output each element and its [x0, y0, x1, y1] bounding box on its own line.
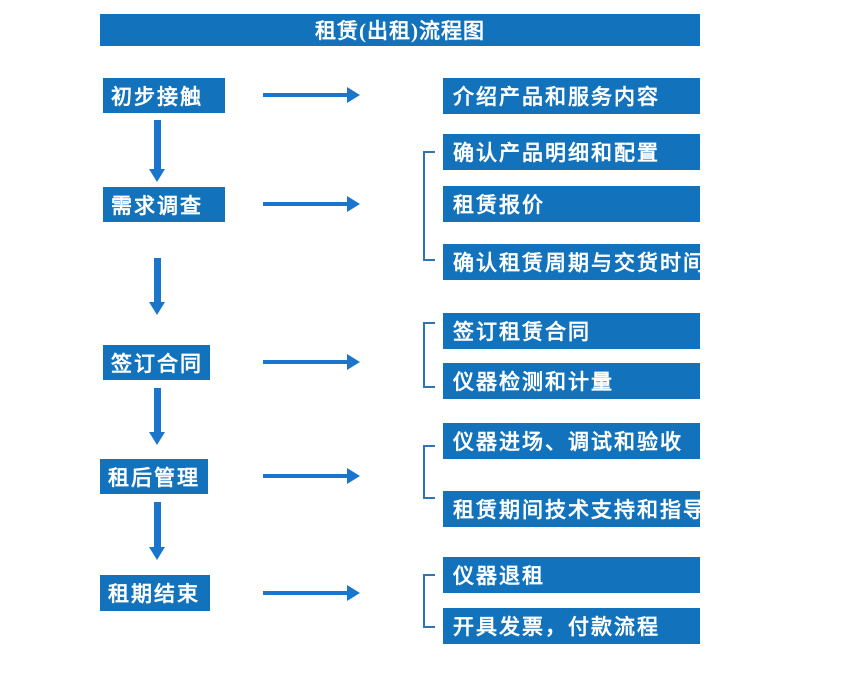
group-bracket [423, 574, 435, 628]
detail-box-instrument-setup: 仪器进场、调试和验收 [443, 423, 700, 459]
arrow-down-icon [149, 120, 165, 182]
group-bracket [423, 151, 435, 261]
stage-box-initial-contact: 初步接触 [103, 78, 225, 113]
arrow-down-icon [149, 502, 165, 560]
arrow-right-icon [263, 196, 360, 212]
stage-box-sign-contract: 签订合同 [103, 345, 210, 380]
detail-box-technical-support: 租赁期间技术支持和指导 [443, 491, 704, 527]
stage-box-post-rental-management: 租后管理 [100, 459, 208, 494]
group-bracket [423, 322, 435, 388]
detail-box-introduce-products: 介绍产品和服务内容 [443, 78, 700, 114]
flowchart-title: 租赁(出租)流程图 [100, 14, 700, 46]
detail-box-invoice-payment: 开具发票，付款流程 [443, 608, 700, 644]
arrow-right-icon [263, 87, 360, 103]
detail-box-instrument-testing: 仪器检测和计量 [443, 363, 700, 399]
detail-box-rental-quotation: 租赁报价 [443, 186, 700, 222]
stage-box-demand-survey: 需求调查 [103, 187, 225, 222]
group-bracket [423, 445, 435, 499]
arrow-down-icon [149, 258, 165, 315]
arrow-right-icon [263, 354, 360, 370]
arrow-right-icon [263, 468, 360, 484]
stage-box-rental-end: 租期结束 [100, 575, 210, 611]
arrow-down-icon [149, 388, 165, 445]
arrow-right-icon [263, 585, 360, 601]
detail-box-instrument-return: 仪器退租 [443, 557, 700, 593]
detail-box-sign-rental-contract: 签订租赁合同 [443, 313, 700, 349]
detail-box-confirm-period-delivery: 确认租赁周期与交货时间 [443, 244, 704, 280]
detail-box-confirm-product-config: 确认产品明细和配置 [443, 134, 700, 170]
